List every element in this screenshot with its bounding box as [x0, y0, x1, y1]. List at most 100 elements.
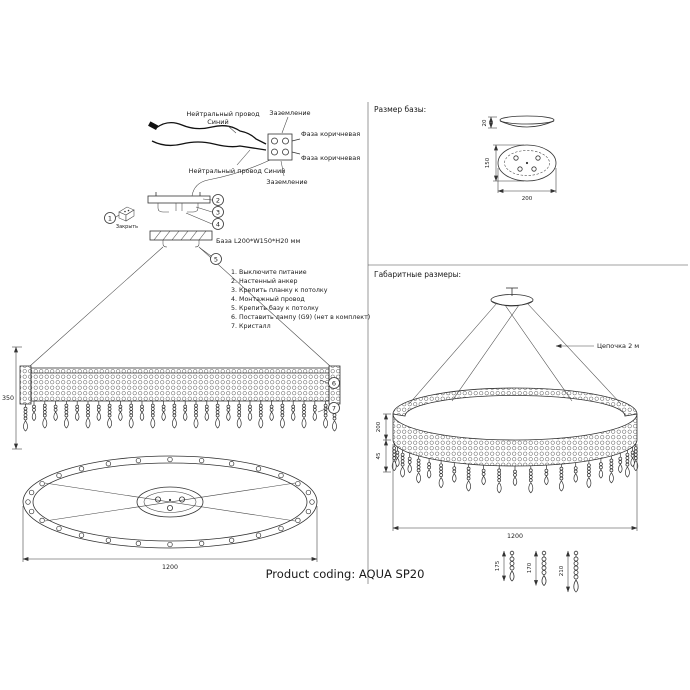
center-hole-1 — [154, 496, 161, 503]
ring-far-rim — [392, 387, 638, 417]
crystal-band — [30, 367, 330, 402]
label-neutral-top-line1: Нейтральный провод — [186, 110, 260, 118]
leader-ground-bottom — [280, 160, 285, 177]
leader-ground-top — [281, 116, 289, 134]
callout-6: 6 — [328, 377, 340, 389]
leader-callout-6 — [319, 379, 329, 384]
instruction-6: 6. Поставить лампу (G9) (нет в комплект) — [231, 314, 370, 321]
label-chain: Цепочка 2 м — [597, 342, 639, 350]
dim-strand-1: 175 — [495, 560, 501, 571]
chain-3 — [504, 304, 573, 402]
callout-6-number: 6 — [332, 380, 336, 388]
ring-inner — [32, 462, 308, 542]
base-hatching — [153, 230, 207, 241]
canopy — [490, 294, 534, 306]
ring-crystal-band — [392, 413, 638, 467]
instruction-1: 1. Выключите питание — [231, 269, 307, 276]
callout-7: 7 — [328, 402, 340, 414]
dim-strand-3: 210 — [559, 565, 565, 576]
label-base-size: База L200*W150*H20 мм — [216, 237, 300, 245]
dim-top-width: 1200 — [162, 564, 178, 571]
terminal-stub-bottom — [291, 151, 301, 155]
base-side-view — [499, 115, 555, 128]
suspension-wire-left — [29, 246, 164, 367]
mains-cable — [191, 159, 271, 197]
leader-callout-4 — [185, 212, 213, 225]
suspension-wire-right — [198, 246, 331, 367]
plate-hook-right — [187, 203, 199, 213]
label-ground-top: Заземление — [269, 109, 310, 117]
switch-icon — [118, 206, 135, 222]
instruction-7: 7. Кристалл — [231, 323, 271, 330]
lamp-positions — [25, 456, 315, 548]
canopy-underside — [490, 300, 534, 307]
terminal-block — [267, 133, 293, 161]
terminal-stub-top — [291, 138, 301, 142]
base-size-title: Размер базы: — [374, 105, 426, 114]
center-hole-3 — [166, 504, 173, 511]
top-view: 1200 — [22, 455, 318, 571]
label-neutral-top-line2: Синий — [207, 118, 228, 126]
mounting-wires — [175, 203, 183, 211]
front-view: 350 6 7 — [2, 346, 341, 450]
wiring-diagram: Нейтральный провод Синий Заземление Фаза… — [148, 109, 360, 197]
leader-neutral-top — [227, 125, 237, 134]
callout-7-number: 7 — [332, 405, 336, 413]
dim-front-height: 350 — [2, 395, 14, 402]
wire-phase — [151, 140, 267, 151]
center-base-inner — [143, 491, 197, 513]
dim-base-depth: 150 — [485, 157, 491, 168]
band-end-left — [19, 365, 32, 405]
center-dot — [168, 498, 172, 502]
dim-band-height: 200 — [376, 421, 382, 432]
crystal-drops-row — [23, 400, 337, 432]
callout-1: 1 — [104, 212, 116, 224]
chain-4 — [451, 304, 520, 402]
label-close: Закрыть — [116, 224, 138, 230]
ring-outer — [22, 455, 318, 549]
cross-brace-2 — [44, 482, 296, 522]
crystal-detail-drawings: 175 170 210 — [495, 550, 579, 593]
dim-drop-height: 45 — [376, 452, 382, 459]
instruction-3: 3. Крепить планку к потолку — [231, 287, 328, 294]
instruction-list: 1. Выключите питание 2. Настенный анкер … — [231, 269, 370, 330]
callout-4-number: 4 — [216, 221, 220, 229]
dim-overall-diameter: 1200 — [507, 533, 523, 540]
ceiling-plate — [147, 195, 211, 204]
label-ground-bottom: Заземление — [266, 178, 307, 186]
mounting-assembly: 1 Закрыть 2 3 4 5 База — [29, 192, 331, 367]
dim-base-thickness: 20 — [482, 119, 488, 126]
crystal-strand-3 — [573, 550, 579, 593]
wire-sleeve — [148, 121, 159, 130]
center-hole-2 — [178, 496, 185, 503]
product-coding: Product coding: AQUA SP20 — [266, 567, 425, 581]
instruction-2: 2. Настенный анкер — [231, 277, 298, 285]
leader-callout-3 — [195, 206, 213, 213]
dim-base-width: 200 — [522, 196, 533, 202]
crystal-strand-1 — [509, 550, 515, 582]
leader-callout-2 — [202, 198, 213, 201]
callout-4: 4 — [212, 218, 224, 230]
center-base-outer — [136, 486, 204, 518]
callout-1-number: 1 — [108, 215, 112, 223]
callout-2: 2 — [212, 194, 224, 206]
callout-5: 5 — [210, 253, 222, 265]
chain-1 — [408, 302, 498, 405]
plate-hook-left — [157, 203, 169, 213]
base-hooks — [162, 240, 200, 248]
label-phase-bottom: Фаза коричневая — [301, 154, 360, 162]
leader-callout-7 — [317, 407, 329, 413]
wire-neutral — [155, 121, 267, 145]
instruction-4: 4. Монтажный провод — [231, 295, 305, 303]
callout-3: 3 — [212, 206, 224, 218]
chain-2 — [526, 302, 622, 405]
overall-dimensions-panel: Габаритные размеры: Цепочка 2 м 200 45 1… — [374, 270, 639, 540]
base-size-panel: Размер базы: 20 150 200 — [374, 105, 557, 202]
label-neutral-bottom: Нейтральный провод Синий — [189, 167, 286, 175]
callout-3-number: 3 — [216, 209, 220, 217]
callout-2-number: 2 — [216, 197, 220, 205]
crystal-strand-2 — [541, 550, 547, 587]
base-top-view — [497, 144, 557, 182]
section-dividers — [367, 102, 688, 584]
